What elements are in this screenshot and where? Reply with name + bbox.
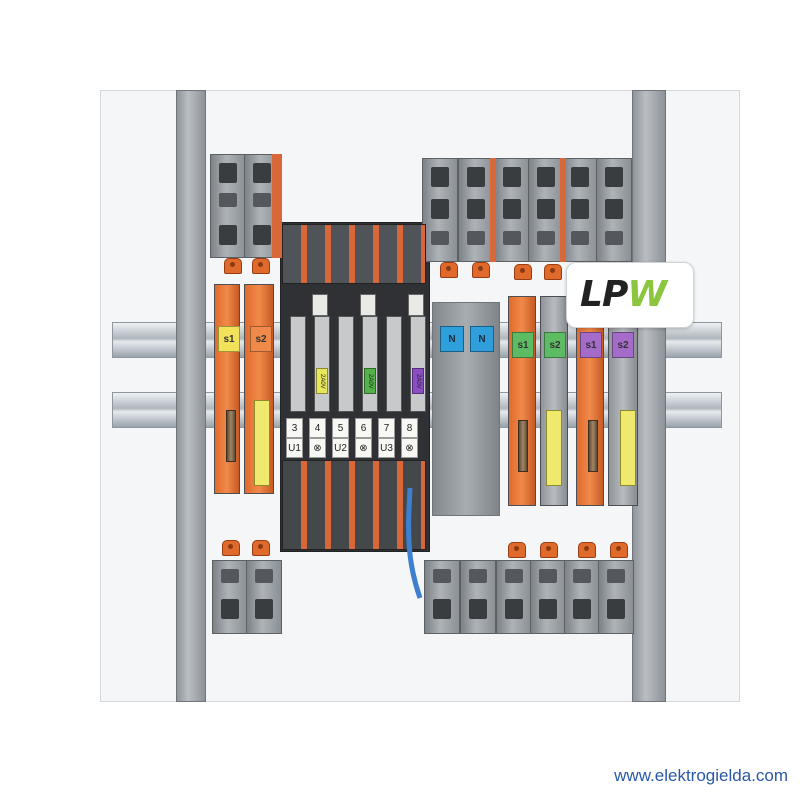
blue-wire [406,488,423,599]
terminal-bottom-right-3 [496,560,532,634]
test-disconnect-handle-right-1 [546,410,562,486]
label-s2-green: s2 [544,332,566,358]
end-bracket-left [176,90,206,702]
marker-6: 6 [355,418,372,438]
label-s1-green: s1 [512,332,534,358]
lpw-logo: LPW [572,270,688,320]
lever-bottom-4 [540,542,558,558]
logo-text-w: W [627,274,667,315]
disconnect-left-body-1 [214,284,240,494]
fuse-holder-4 [362,316,378,412]
terminal-left-1 [210,154,246,258]
logo-text-lp: LP [580,274,628,315]
marker-u3: U3 [378,438,395,458]
marker-u2: U2 [332,438,349,458]
fuse-indicator-yellow: 2A0V [316,368,328,394]
disconnect-right-body-1 [508,296,536,506]
marker-u1: U1 [286,438,303,458]
label-n-right: N [470,326,494,352]
marker-4: 4 [309,418,326,438]
fuse-indicator-green: 2A0V [364,368,376,394]
label-s2-purple: s2 [612,332,634,358]
fuse-cap-1 [312,294,328,316]
lever-top-3 [440,262,458,278]
marker-ground-3: ⊗ [401,438,418,458]
fuse-holder-1 [290,316,306,412]
label-s2-left: s2 [250,326,272,352]
mini-terminals-top [282,224,426,284]
orange-partition-top-right-2 [560,158,566,262]
lever-bottom-1 [222,540,240,556]
terminal-bottom-left-1 [212,560,248,634]
terminal-right-4 [528,158,564,262]
marker-ground-2: ⊗ [355,438,372,458]
terminal-bottom-right-6 [598,560,634,634]
fuse-holder-6 [410,316,426,412]
lever-bottom-6 [610,542,628,558]
terminal-right-2 [458,158,494,262]
terminal-right-3 [494,158,530,262]
website-watermark: www.elektrogielda.com [614,766,788,785]
lever-top-2 [252,258,270,274]
lever-top-4 [472,262,490,278]
marker-ground-1: ⊗ [309,438,326,458]
marker-5: 5 [332,418,349,438]
label-s1-purple: s1 [580,332,602,358]
mini-terminals-bottom [282,460,426,550]
marker-8: 8 [401,418,418,438]
fuse-holder-3 [338,316,354,412]
lever-bottom-2 [252,540,270,556]
lever-bottom-5 [578,542,596,558]
lpw-logo-badge: LPW [566,262,694,328]
label-n-left: N [440,326,464,352]
fuse-holder-2 [314,316,330,412]
terminal-right-5 [562,158,598,262]
fuse-cap-2 [360,294,376,316]
orange-partition-top-left [272,154,282,258]
terminal-bottom-right-1 [424,560,460,634]
label-s1-left: s1 [218,326,240,352]
fuse-cap-3 [408,294,424,316]
terminal-bottom-left-2 [246,560,282,634]
test-disconnect-handle-right-2 [620,410,636,486]
lever-bottom-3 [508,542,526,558]
lever-top-1 [224,258,242,274]
terminal-right-1 [422,158,458,262]
terminal-bottom-right-2 [460,560,496,634]
knife-blade-right-2 [588,420,598,472]
marker-7: 7 [378,418,395,438]
fuse-indicator-purple: 2A0V [412,368,424,394]
orange-partition-top-right [490,158,496,262]
lever-top-6 [544,264,562,280]
knife-blade-left [226,410,236,462]
terminal-right-6 [596,158,632,262]
knife-blade-right-1 [518,420,528,472]
lever-top-5 [514,264,532,280]
terminal-bottom-right-4 [530,560,566,634]
fuse-holder-5 [386,316,402,412]
marker-3: 3 [286,418,303,438]
test-disconnect-handle-left [254,400,270,486]
terminal-bottom-right-5 [564,560,600,634]
